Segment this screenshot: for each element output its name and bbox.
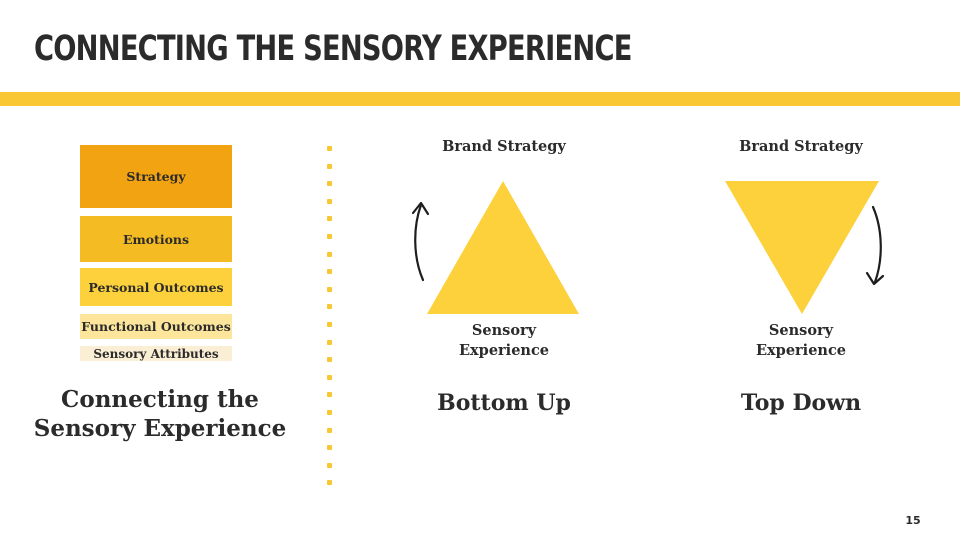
divider-dot xyxy=(327,410,332,415)
level-emotions: Emotions xyxy=(80,216,232,262)
divider-dot xyxy=(327,427,332,433)
divider-dot xyxy=(327,392,332,398)
divider-dot xyxy=(327,462,332,468)
level-functional-outcomes: Functional Outcomes xyxy=(80,314,232,339)
divider-dot xyxy=(327,251,332,257)
hierarchy-caption: Connecting the Sensory Experience xyxy=(30,385,290,443)
top-down-bottom-label: Sensory Experience xyxy=(701,321,901,361)
bottom-up-bottom-label-line2: Experience xyxy=(458,342,550,359)
top-down-title: Top Down xyxy=(740,390,862,416)
hierarchy-caption-line1: Connecting the xyxy=(61,386,259,413)
divider-dot xyxy=(327,234,332,239)
divider-dot xyxy=(327,322,332,327)
top-down-bottom-label-line2: Experience xyxy=(755,342,847,359)
hierarchy-caption-line2: Sensory Experience xyxy=(33,415,287,442)
dotted-divider xyxy=(326,146,334,496)
bottom-up-top-label: Brand Strategy xyxy=(442,138,566,155)
divider-dot xyxy=(327,445,332,451)
bottom-up-triangle-icon xyxy=(427,181,579,314)
divider-dot xyxy=(327,357,332,363)
divider-dot xyxy=(327,181,332,187)
divider-dot xyxy=(327,374,332,380)
level-strategy: Strategy xyxy=(80,145,232,208)
divider-dot xyxy=(327,216,332,222)
level-personal-outcomes: Personal Outcomes xyxy=(80,268,232,306)
arrow-down-icon xyxy=(865,205,885,286)
divider-dot xyxy=(327,304,332,310)
title-underline-bar xyxy=(0,92,960,106)
arrow-up-icon xyxy=(411,201,430,282)
divider-dot xyxy=(327,146,332,151)
divider-dot xyxy=(327,269,332,275)
top-down-bottom-label-line1: Sensory xyxy=(768,322,834,339)
bottom-up-title: Bottom Up xyxy=(437,390,571,416)
divider-dot xyxy=(327,286,332,292)
divider-dot xyxy=(327,163,332,169)
divider-dot xyxy=(327,480,332,486)
bottom-up-bottom-label-line1: Sensory xyxy=(471,322,537,339)
divider-dot xyxy=(327,339,332,345)
bottom-up-bottom-label: Sensory Experience xyxy=(404,321,604,361)
top-down-top-label: Brand Strategy xyxy=(739,138,863,155)
page-number: 15 xyxy=(905,514,921,527)
level-sensory-attributes: Sensory Attributes xyxy=(80,346,232,361)
divider-dot xyxy=(327,198,332,204)
top-down-triangle-icon xyxy=(725,181,879,314)
slide-title: CONNECTING THE SENSORY EXPERIENCE xyxy=(34,29,632,69)
